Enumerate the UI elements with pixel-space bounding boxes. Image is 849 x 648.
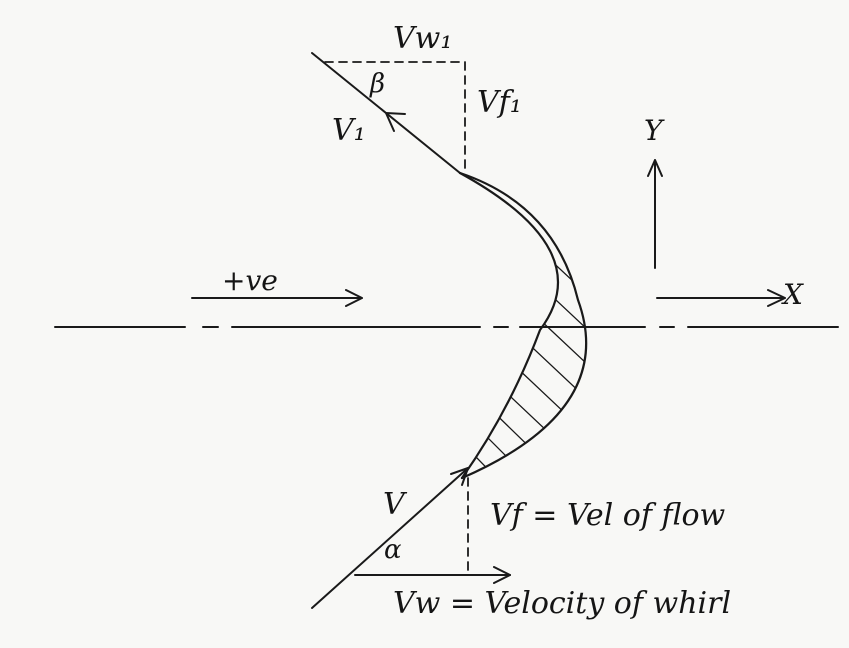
x-axis-arrow xyxy=(656,289,786,307)
blade-inner-edge xyxy=(458,171,560,480)
positive-direction-arrow xyxy=(191,289,363,307)
inlet-velocity-arrowhead xyxy=(450,467,469,486)
vw-arrowhead xyxy=(493,566,511,584)
outlet-velocity-arrowhead xyxy=(385,112,406,132)
blade-outer-edge xyxy=(458,171,588,480)
alpha-label: α xyxy=(384,535,402,565)
vw-equation-label: Vw = Velocity of whirl xyxy=(393,586,731,621)
v-label: V xyxy=(383,487,408,522)
positive-direction-label: +ve xyxy=(222,264,278,297)
vw1-label: Vw₁ xyxy=(393,21,452,56)
y-axis-arrow xyxy=(647,159,663,269)
beta-label: β xyxy=(369,69,385,99)
y-axis-label: Y xyxy=(644,114,665,147)
blade-hatching xyxy=(460,173,587,478)
inlet-velocity-line xyxy=(311,467,469,609)
vf1-label: Vf₁ xyxy=(477,85,522,120)
vf-equation-label: Vf = Vel of flow xyxy=(490,498,726,533)
x-axis-label: X xyxy=(781,278,804,311)
v1-label: V₁ xyxy=(332,113,366,148)
